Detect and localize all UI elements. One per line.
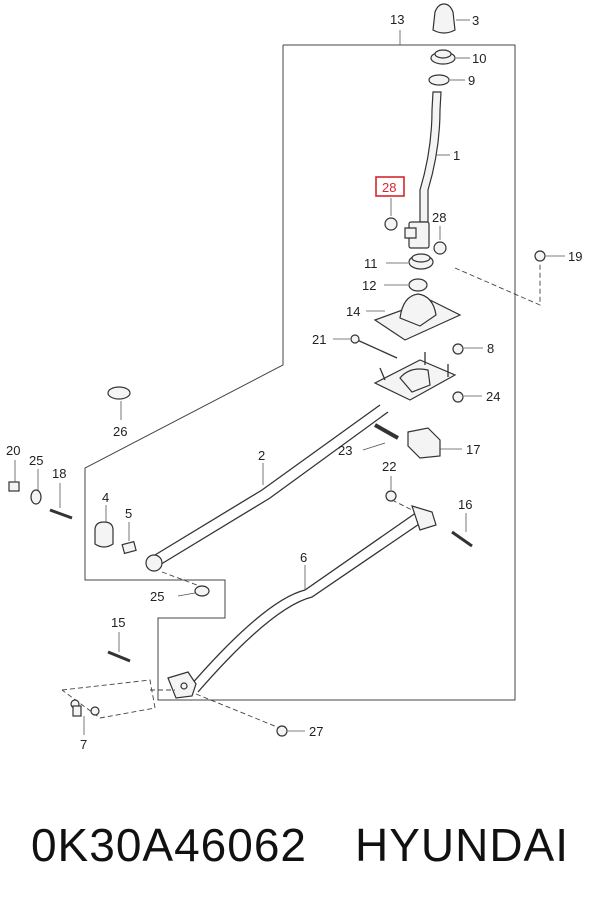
callout-1: 1 bbox=[453, 148, 460, 163]
callout-6: 6 bbox=[300, 550, 307, 565]
seat-part bbox=[386, 253, 434, 270]
select-rod-6-part bbox=[189, 499, 437, 693]
nut-19-part bbox=[534, 250, 565, 262]
callout-9: 9 bbox=[468, 73, 475, 88]
bolt-15-part bbox=[107, 632, 131, 663]
callout-13: 13 bbox=[390, 12, 404, 27]
bushing-28-right bbox=[433, 226, 447, 255]
lower-bracket-part bbox=[373, 352, 457, 401]
bushing-12-part bbox=[384, 278, 428, 292]
bolt-18-part bbox=[49, 483, 73, 520]
callout-23: 23 bbox=[338, 443, 352, 458]
sleeve-5-part bbox=[121, 522, 137, 555]
exploded-parts-diagram: 13 3 10 9 1 28 28 19 11 12 14 21 8 24 26… bbox=[6, 3, 582, 752]
callout-20: 20 bbox=[6, 443, 20, 458]
nut-22-part bbox=[385, 476, 397, 502]
shift-knob-part bbox=[432, 3, 470, 34]
housing-plate-part bbox=[366, 293, 462, 341]
callout-28: 28 bbox=[432, 210, 446, 225]
highlight-box-28 bbox=[375, 176, 405, 197]
callout-25-left: 25 bbox=[29, 453, 43, 468]
boot-part bbox=[430, 49, 470, 65]
callout-4: 4 bbox=[102, 490, 109, 505]
dashed-link-27 bbox=[195, 693, 283, 730]
dashed-outline-7 bbox=[61, 679, 156, 719]
bushing-4-part bbox=[94, 505, 114, 548]
pin-23-part bbox=[362, 423, 399, 451]
rod-6-end-bracket bbox=[167, 671, 197, 699]
part-number: 0K30A46062 bbox=[30, 819, 307, 871]
callout-22: 22 bbox=[382, 459, 396, 474]
fastener-7-part bbox=[70, 699, 100, 735]
bolt-21-part bbox=[333, 334, 398, 359]
callout-26: 26 bbox=[113, 424, 127, 439]
callout-25: 25 bbox=[150, 589, 164, 604]
washer-25-part bbox=[177, 585, 210, 597]
shift-rod-2-part bbox=[149, 404, 389, 567]
callout-28-highlighted: 28 bbox=[382, 180, 396, 195]
callout-11: 11 bbox=[364, 256, 378, 271]
rod-2-bushing bbox=[145, 554, 163, 572]
nut-8-part bbox=[452, 343, 483, 355]
bolt-16-part bbox=[451, 513, 473, 548]
callout-17: 17 bbox=[466, 442, 480, 457]
brand-name: HYUNDAI bbox=[355, 819, 570, 871]
callout-27: 27 bbox=[309, 724, 323, 739]
nut-27-part bbox=[276, 725, 305, 737]
callout-18: 18 bbox=[52, 466, 66, 481]
joint-17-part bbox=[407, 427, 462, 459]
callout-2: 2 bbox=[258, 448, 265, 463]
callout-12: 12 bbox=[362, 278, 376, 293]
washer-25-left-part bbox=[30, 469, 42, 505]
callout-3: 3 bbox=[472, 13, 479, 28]
ring-part bbox=[428, 74, 465, 86]
bushing-28-left bbox=[384, 198, 398, 231]
nut-24-part bbox=[452, 391, 482, 403]
callout-16: 16 bbox=[458, 497, 472, 512]
assembly-frame bbox=[84, 44, 516, 701]
shift-lever-part bbox=[404, 91, 450, 249]
callout-21: 21 bbox=[312, 332, 326, 347]
callout-5: 5 bbox=[125, 506, 132, 521]
callout-10: 10 bbox=[472, 51, 486, 66]
nut-20-part bbox=[8, 460, 20, 492]
callout-15: 15 bbox=[111, 615, 125, 630]
clip-26-part bbox=[107, 386, 131, 420]
callout-8: 8 bbox=[487, 341, 494, 356]
part-caption: 0K30A46062 HYUNDAI bbox=[0, 800, 600, 890]
callout-14: 14 bbox=[346, 304, 360, 319]
callout-7: 7 bbox=[80, 737, 87, 752]
callout-24: 24 bbox=[486, 389, 500, 404]
dashed-link-19 bbox=[454, 262, 541, 306]
callout-19: 19 bbox=[568, 249, 582, 264]
